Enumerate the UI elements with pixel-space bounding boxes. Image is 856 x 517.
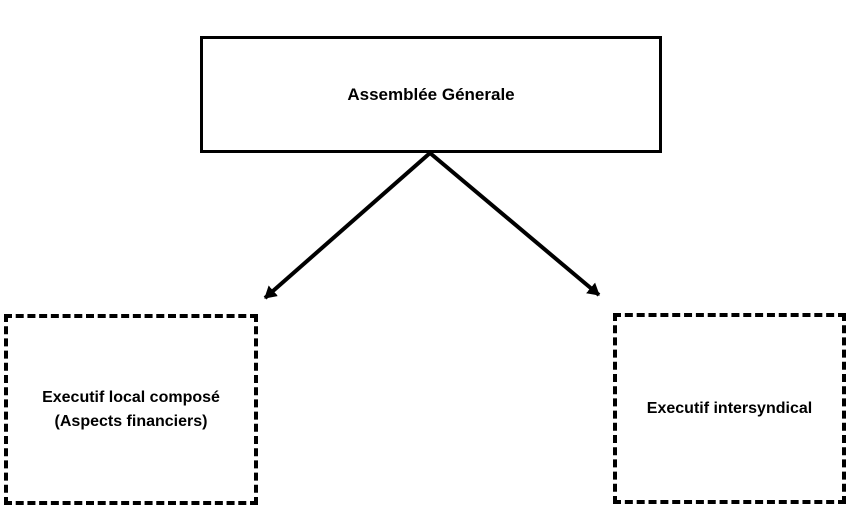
executif-local-label-line1: Executif local composé: [42, 388, 220, 406]
executif-intersyndical-label: Executif intersyndical: [646, 399, 813, 417]
arrow-to-left-box: [263, 151, 432, 300]
assemblee-generale-label: Assemblée Génerale: [347, 84, 515, 104]
assemblee-generale-box: Assemblée Génerale: [200, 36, 662, 153]
executif-local-box: Executif local composé (Aspects financie…: [4, 314, 258, 505]
arrow-to-right-box: [428, 151, 601, 297]
executif-intersyndical-box: Executif intersyndical: [613, 313, 846, 504]
executif-local-label-line2: (Aspects financiers): [54, 412, 208, 430]
